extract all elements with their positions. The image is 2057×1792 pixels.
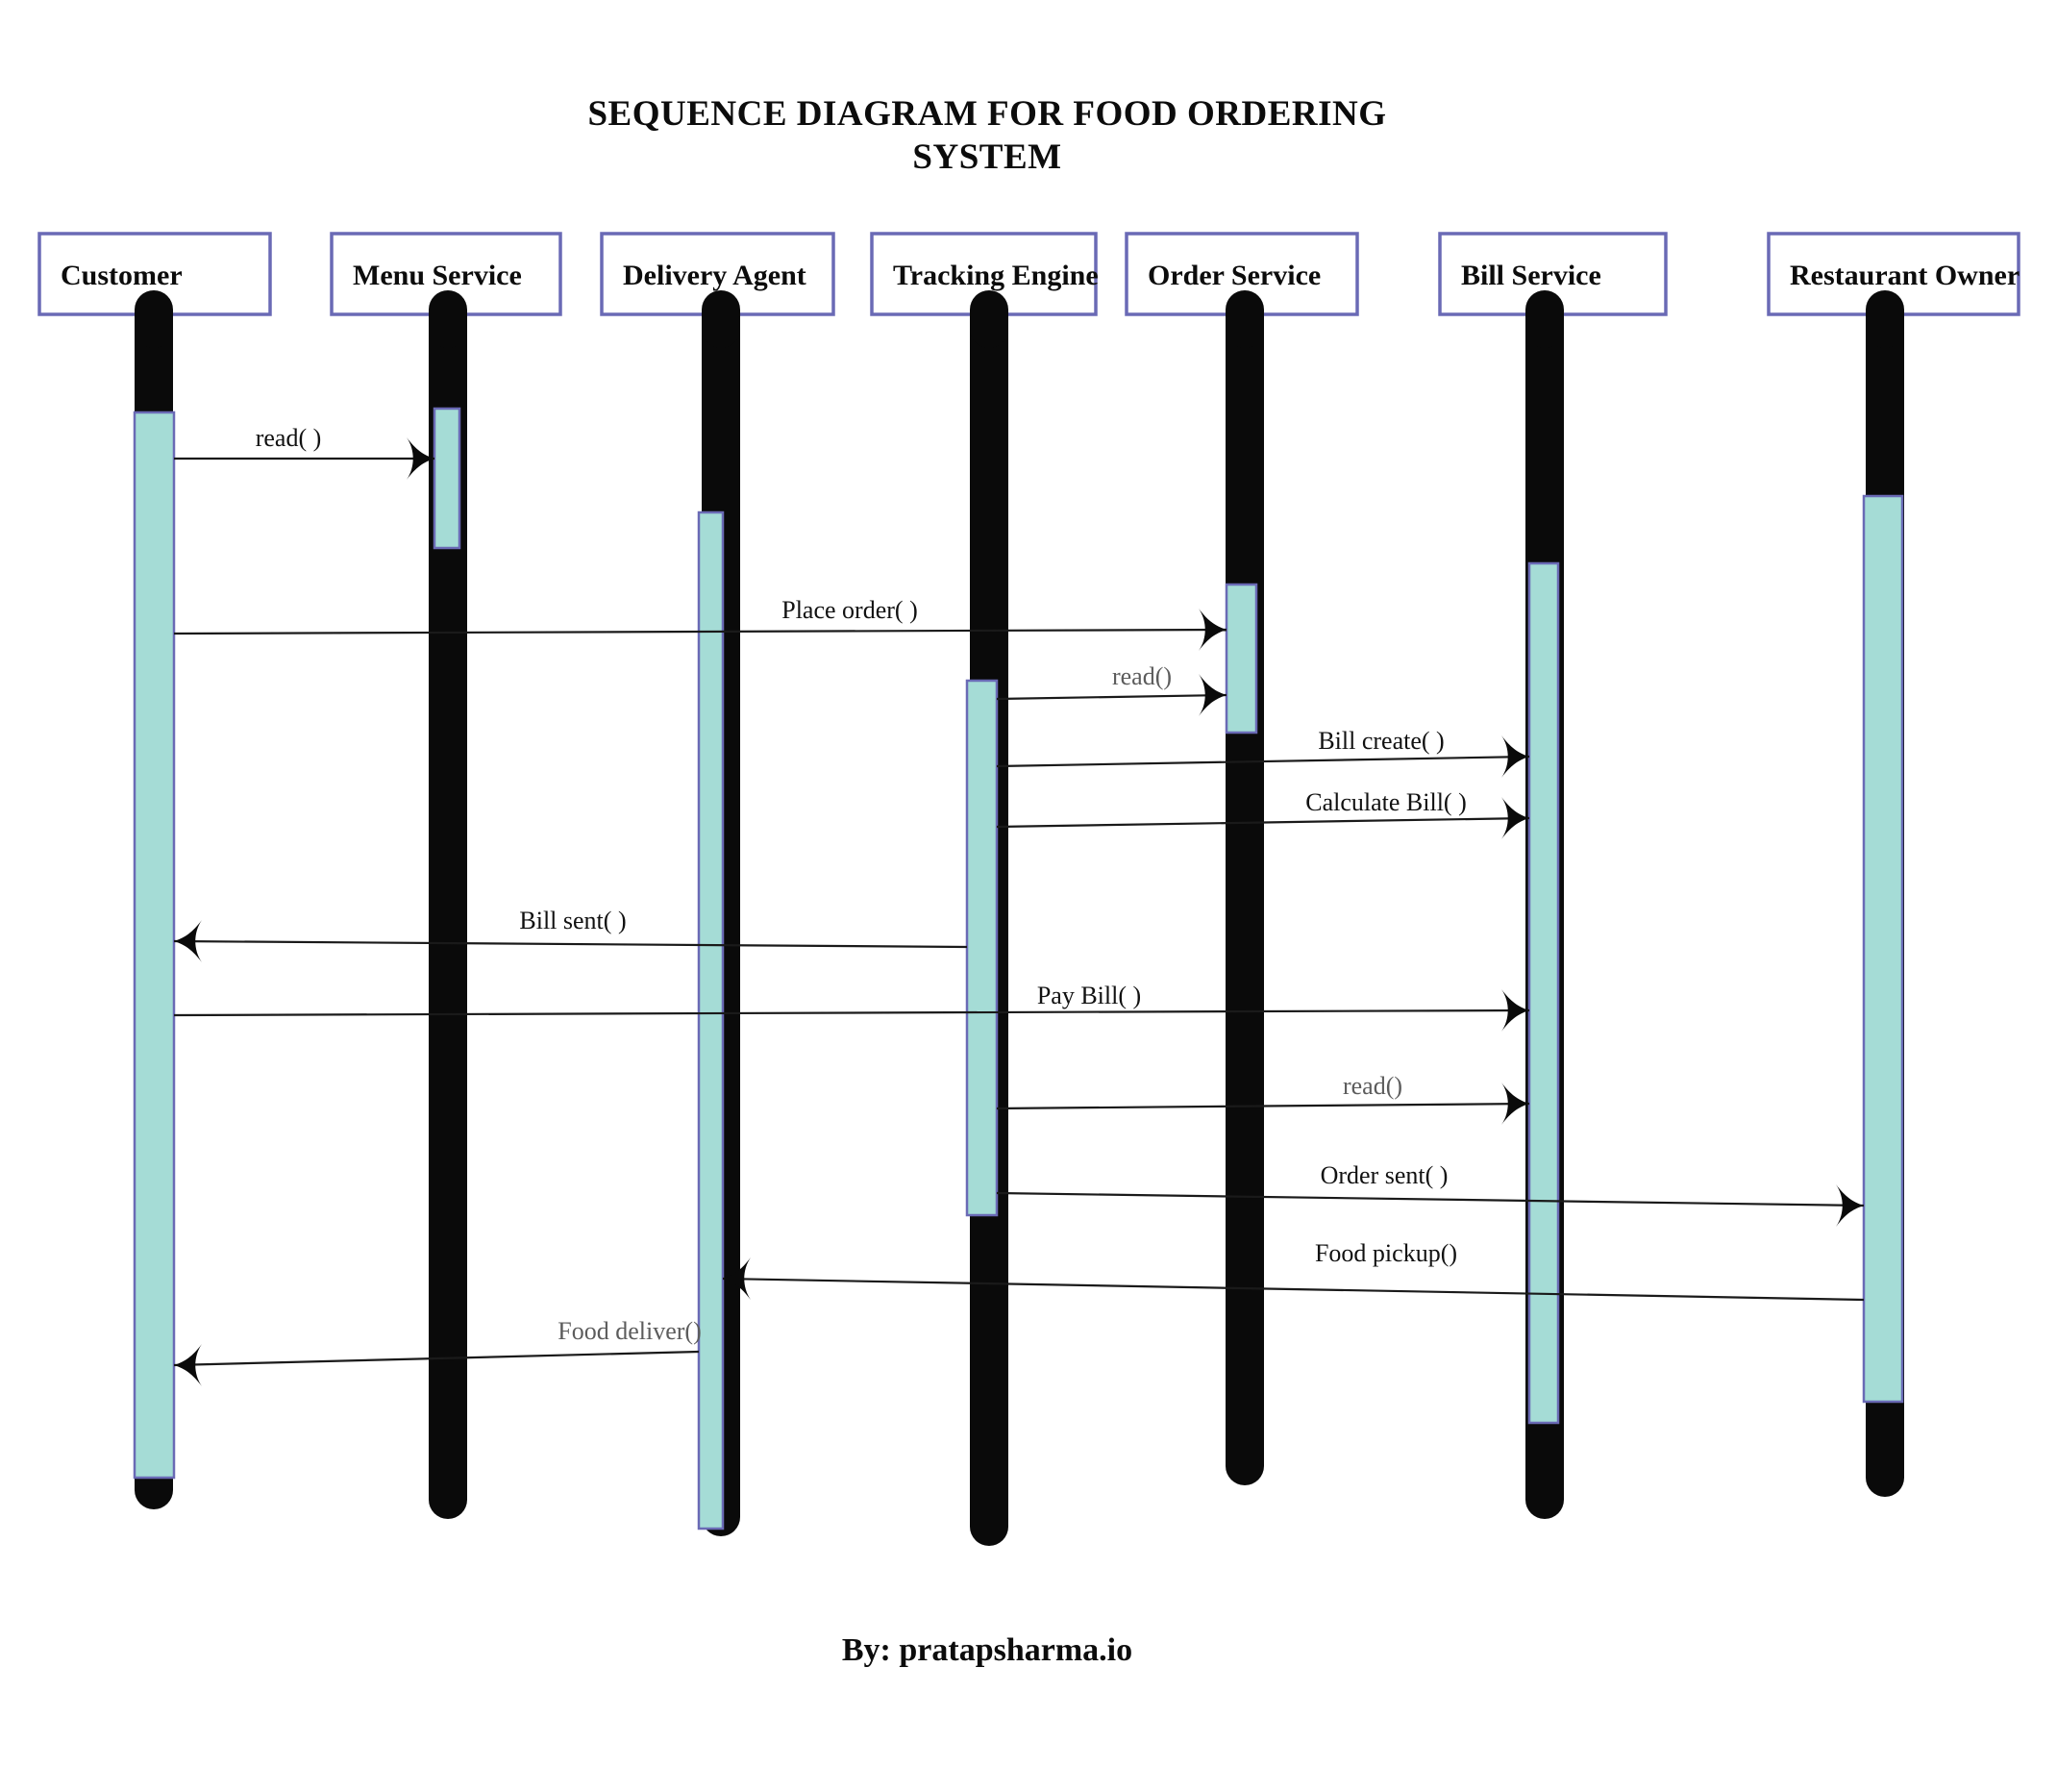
page-title: SEQUENCE DIAGRAM FOR FOOD ORDERING SYSTE… [500, 92, 1475, 179]
actor-label-delivery-agent: Delivery Agent [623, 260, 806, 291]
activation-bar-delivery-agent [697, 510, 725, 1531]
message-label-5: Bill sent( ) [519, 907, 626, 934]
message-label-4: Calculate Bill( ) [1305, 788, 1467, 816]
activation-bar-bill-service [1527, 561, 1560, 1425]
message-line-9 [722, 1277, 1865, 1302]
message-label-2: read() [1112, 662, 1172, 690]
page-title-line1: SEQUENCE DIAGRAM FOR FOOD ORDERING [587, 94, 1387, 134]
message-arrowhead-icon-4 [1501, 797, 1529, 839]
activation-bar-restaurant-owner [1862, 494, 1904, 1404]
activation-bar-order-service [1225, 583, 1258, 734]
message-label-10: Food deliver() [558, 1317, 701, 1345]
message-line-1 [173, 628, 1227, 635]
page-title-line2: SYSTEM [912, 137, 1062, 177]
message-line-2 [996, 693, 1227, 701]
message-arrowhead-icon-5 [174, 920, 202, 962]
actor-label-customer: Customer [61, 260, 183, 291]
message-line-7 [996, 1102, 1530, 1110]
message-label-6: Pay Bill( ) [1037, 982, 1141, 1009]
message-label-8: Order sent( ) [1321, 1161, 1449, 1189]
message-label-1: Place order( ) [781, 596, 917, 624]
message-line-6 [173, 1008, 1530, 1017]
message-line-3 [996, 755, 1530, 768]
message-label-3: Bill create( ) [1318, 727, 1444, 755]
activation-bar-tracking-engine [965, 679, 999, 1217]
actor-label-bill-service: Bill Service [1461, 260, 1601, 291]
actor-label-tracking-engine: Tracking Engine [893, 260, 1099, 291]
message-arrowhead-icon-0 [407, 437, 434, 480]
message-line-4 [996, 816, 1530, 829]
actor-label-order-service: Order Service [1148, 260, 1321, 291]
message-arrowhead-icon-1 [1199, 609, 1227, 651]
message-line-10 [173, 1350, 700, 1367]
message-label-7: read() [1343, 1072, 1402, 1100]
message-arrowhead-icon-10 [174, 1344, 202, 1386]
message-arrowhead-icon-3 [1501, 735, 1529, 778]
activation-bar-customer [133, 411, 176, 1480]
footer-credit: By: pratapsharma.io [841, 1632, 1133, 1668]
message-label-0: read( ) [256, 424, 322, 452]
message-arrowhead-icon-2 [1199, 674, 1227, 716]
message-line-5 [173, 939, 968, 949]
activation-bar-menu-service [433, 407, 461, 550]
message-arrowhead-icon-9 [723, 1257, 751, 1300]
message-label-9: Food pickup() [1315, 1239, 1457, 1267]
actor-label-menu-service: Menu Service [353, 260, 522, 291]
message-arrowhead-icon-8 [1836, 1184, 1864, 1227]
message-line-8 [996, 1191, 1865, 1207]
message-arrowhead-icon-7 [1501, 1083, 1529, 1125]
message-arrowhead-icon-6 [1501, 989, 1529, 1032]
actor-label-restaurant-owner: Restaurant Owner [1790, 260, 2020, 291]
